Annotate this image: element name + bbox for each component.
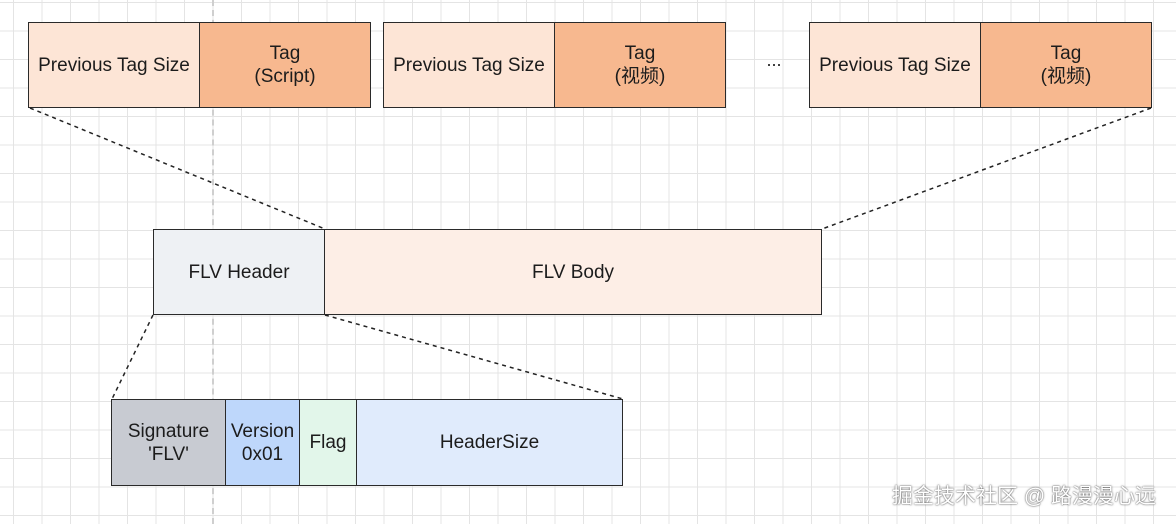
tag-video-box: Tag (视频) [554, 22, 726, 108]
ellipsis: ... [766, 50, 782, 70]
tag-video-box: Tag (视频) [980, 22, 1152, 108]
signature-field: Signature 'FLV' [111, 399, 226, 486]
previous-tag-size-box: Previous Tag Size [28, 22, 200, 108]
watermark: 掘金技术社区 @ 路漫漫心远 [892, 485, 1156, 508]
flv-header-box: FLV Header [153, 229, 325, 315]
previous-tag-size-box: Previous Tag Size [383, 22, 555, 108]
connector-line [324, 314, 624, 400]
version-field: Version 0x01 [225, 399, 300, 486]
connector-line [29, 107, 326, 230]
header-size-field: HeaderSize [356, 399, 623, 486]
flag-field: Flag [299, 399, 357, 486]
tag-script-box: Tag (Script) [199, 22, 371, 108]
previous-tag-size-box: Previous Tag Size [809, 22, 981, 108]
connector-line [111, 314, 154, 400]
connector-line [821, 107, 1152, 230]
flv-body-box: FLV Body [324, 229, 822, 315]
